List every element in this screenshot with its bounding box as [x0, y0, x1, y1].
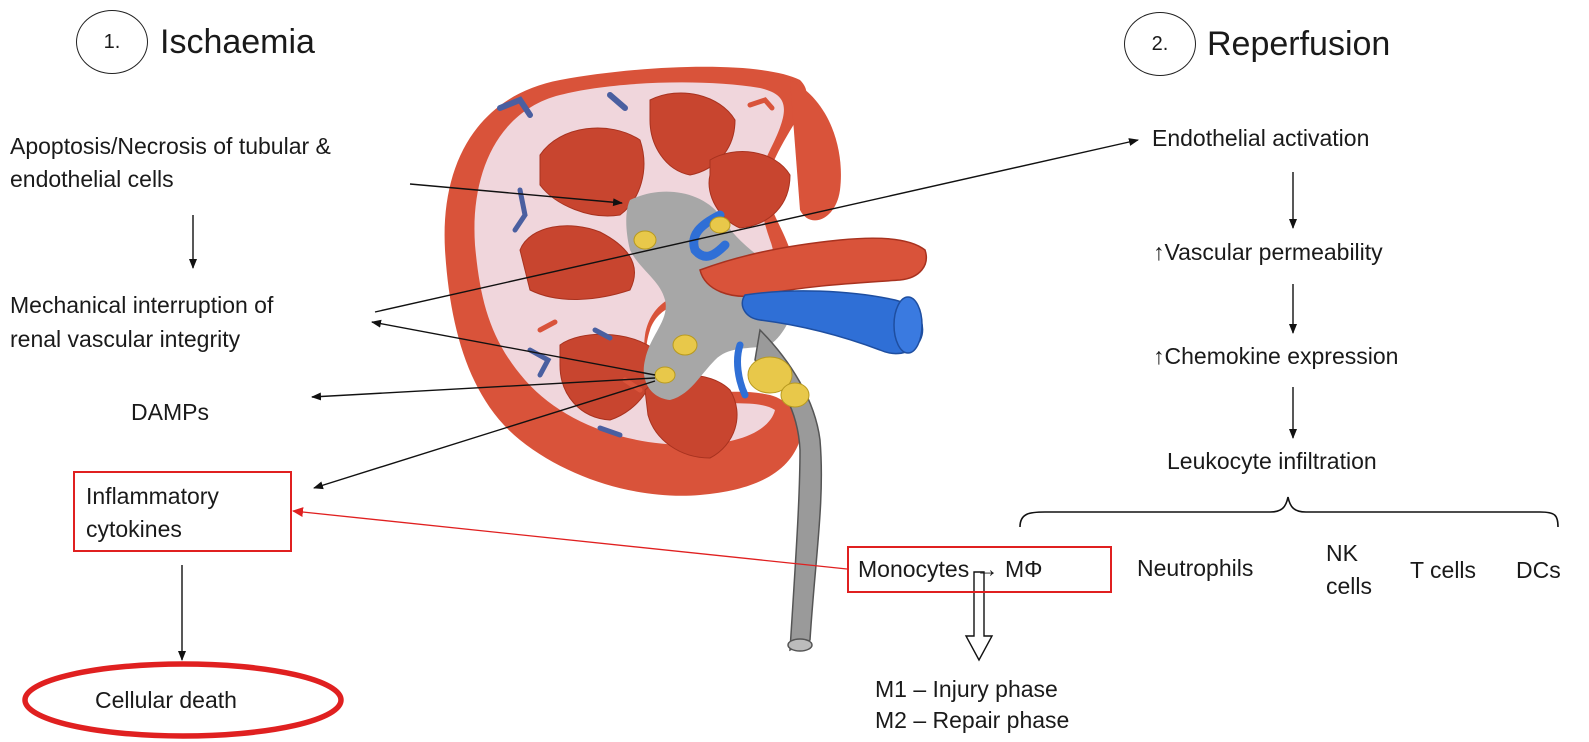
- step-number-2: 2.: [1124, 12, 1196, 76]
- cytokines-label-line1: Inflammatory: [86, 480, 219, 512]
- cytokines-label-line2: cytokines: [86, 513, 182, 545]
- leukocyte-brace: [1020, 497, 1558, 527]
- dcs-label: DCs: [1516, 554, 1561, 586]
- arrow-kidney-to-damps: [312, 378, 655, 397]
- cellular-death-label: Cellular death: [95, 684, 237, 716]
- step-number-2-label: 2.: [1152, 33, 1169, 56]
- mechanical-label-line2: renal vascular integrity: [10, 323, 240, 355]
- step-number-1-label: 1.: [104, 31, 121, 54]
- reperfusion-title: Reperfusion: [1207, 24, 1390, 64]
- m2-repair-phase-label: M2 – Repair phase: [875, 704, 1069, 736]
- arrow-mechanical-to-endothelial: [375, 140, 1138, 312]
- m1-injury-phase-label: M1 – Injury phase: [875, 673, 1058, 705]
- vascular-permeability-label: ↑Vascular permeability: [1153, 236, 1383, 268]
- monocytes-label: Monocytes → MΦ: [858, 553, 1043, 585]
- ischaemia-title: Ischaemia: [160, 22, 315, 62]
- arrow-kidney-to-cytokines: [314, 381, 655, 488]
- endothelial-activation-label: Endothelial activation: [1152, 122, 1369, 154]
- arrow-apoptosis-to-kidney: [410, 184, 622, 203]
- arrow-monocytes-to-cytokines: [293, 511, 847, 569]
- apoptosis-label-line1: Apoptosis/Necrosis of tubular &: [10, 130, 331, 162]
- damps-label: DAMPs: [131, 396, 209, 428]
- t-cells-label: T cells: [1410, 554, 1476, 586]
- step-number-1: 1.: [76, 10, 148, 74]
- apoptosis-label-line2: endothelial cells: [10, 163, 174, 195]
- mechanical-label-line1: Mechanical interruption of: [10, 289, 273, 321]
- nk-cells-label-line2: cells: [1326, 570, 1372, 602]
- leukocyte-infiltration-label: Leukocyte infiltration: [1167, 445, 1377, 477]
- nk-cells-label-line1: NK: [1326, 537, 1358, 569]
- arrow-kidney-to-mechanical: [372, 322, 655, 375]
- chemokine-expression-label: ↑Chemokine expression: [1153, 340, 1398, 372]
- neutrophils-label: Neutrophils: [1137, 552, 1253, 584]
